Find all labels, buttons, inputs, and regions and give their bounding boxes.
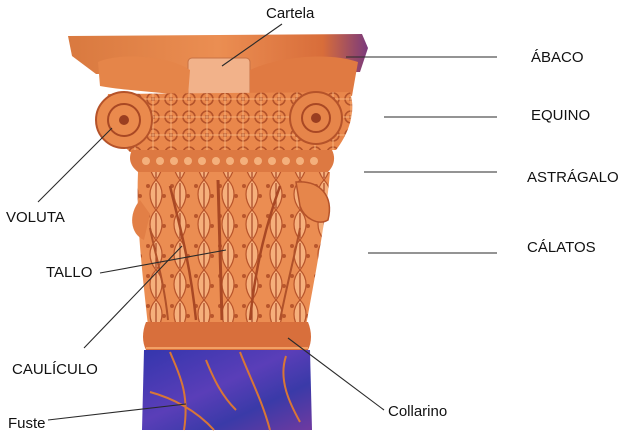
label-equino: EQUINO [531,107,590,124]
capital-illustration [68,34,368,430]
label-collarino: Collarino [388,403,447,420]
collarino-ring [143,322,311,350]
leader-voluta [38,128,112,202]
volute-right [290,92,342,144]
label-tallo: TALLO [46,264,92,281]
label-cartela: Cartela [266,5,315,22]
cartela-block [188,58,250,98]
label-fuste: Fuste [8,415,46,432]
label-astragalo: ASTRÁGALO [527,169,619,186]
label-voluta: VOLUTA [6,209,65,226]
label-calatos: CÁLATOS [527,239,596,256]
label-abaco: ÁBACO [531,49,584,66]
label-cauliculo: CAULÍCULO [12,361,98,378]
volute-left [96,92,152,148]
